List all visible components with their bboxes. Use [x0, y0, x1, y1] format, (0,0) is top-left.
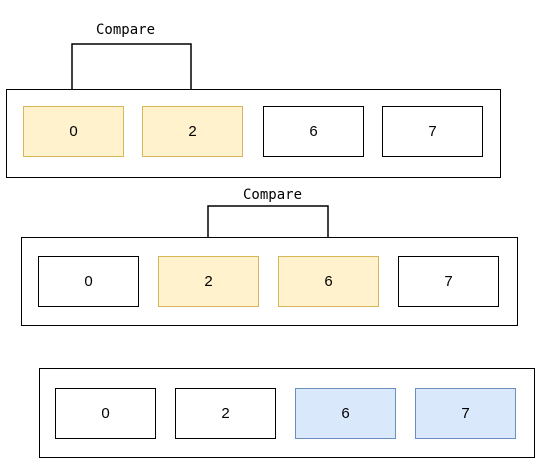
- array-cell: 2: [158, 256, 259, 307]
- array-cell: 2: [175, 388, 276, 439]
- array-cell: 2: [142, 106, 243, 157]
- compare-connector-2: [207, 205, 333, 255]
- array-row-2: 0 2 6 7: [21, 237, 518, 326]
- compare-label-2: Compare: [243, 187, 303, 203]
- array-row-3: 0 2 6 7: [39, 368, 535, 458]
- compare-connector-1: [71, 43, 196, 106]
- array-cell: 7: [398, 256, 499, 307]
- array-cell: 6: [263, 106, 364, 157]
- array-cell: 6: [295, 388, 396, 439]
- array-cell: 0: [55, 388, 156, 439]
- array-cell: 0: [23, 106, 124, 157]
- array-row-1: 0 2 6 7: [6, 89, 501, 178]
- array-cell: 7: [382, 106, 483, 157]
- array-cell: 6: [278, 256, 379, 307]
- array-cell: 7: [415, 388, 516, 439]
- array-cell: 0: [38, 256, 139, 307]
- compare-label-1: Compare: [96, 22, 156, 38]
